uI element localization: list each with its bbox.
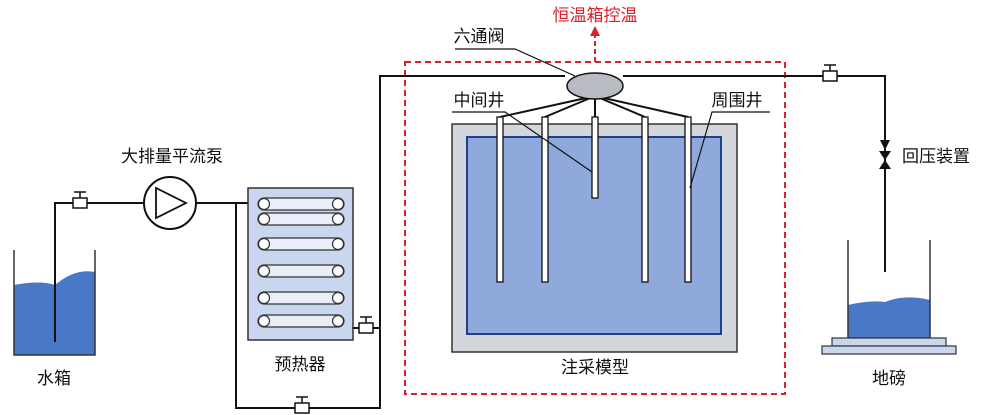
water-tank-label: 水箱	[37, 369, 71, 389]
surrounding-well-4-connector	[594, 95, 689, 118]
surrounding-well-3	[641, 116, 649, 283]
pump	[143, 176, 197, 230]
preheater-coil	[257, 264, 345, 278]
injection-model-label: 注采模型	[561, 358, 629, 378]
back-pressure-valve-icon	[879, 151, 891, 169]
bypass-pipe	[235, 75, 565, 409]
oven-control-arrow	[590, 26, 600, 36]
preheater-coil	[257, 212, 345, 226]
preheater-coil	[257, 237, 345, 251]
surrounding-well-leader	[689, 111, 770, 189]
valve-inlet	[72, 191, 88, 209]
outlet-pipe	[623, 75, 886, 272]
preheater-coil	[257, 314, 345, 328]
valve-preheater-outlet	[358, 316, 374, 334]
pump-arrow-icon	[155, 186, 189, 220]
valve-bypass	[294, 396, 310, 414]
middle-well-label: 中间井	[454, 91, 505, 111]
inlet-pipe	[54, 202, 145, 342]
middle-well	[591, 116, 599, 199]
back-pressure-label: 回压装置	[902, 147, 970, 167]
six-way-valve-leader	[455, 48, 576, 77]
six-way-valve	[566, 72, 624, 100]
scale-label: 地磅	[872, 369, 906, 389]
preheater	[247, 187, 354, 341]
middle-well-leader	[452, 111, 593, 173]
surrounding-well-2-connector	[544, 95, 596, 118]
preheater-coil	[257, 291, 345, 305]
six-way-valve-label: 六通阀	[454, 27, 505, 47]
surrounding-well-3-connector	[594, 95, 646, 118]
surrounding-well-1-connector	[499, 95, 596, 118]
valve-outlet	[822, 64, 838, 82]
surrounding-well-2	[541, 116, 549, 283]
oven-control-label: 恒温箱控温	[553, 6, 638, 26]
surrounding-well-4	[684, 116, 692, 283]
surrounding-well-1	[496, 116, 504, 283]
pump-label: 大排量平流泵	[121, 147, 223, 167]
back-pressure-arrow-icon	[880, 140, 890, 150]
surrounding-well-label: 周围井	[712, 91, 763, 111]
preheater-coil	[257, 197, 345, 211]
scale	[821, 240, 957, 355]
preheater-label: 预热器	[275, 355, 326, 375]
